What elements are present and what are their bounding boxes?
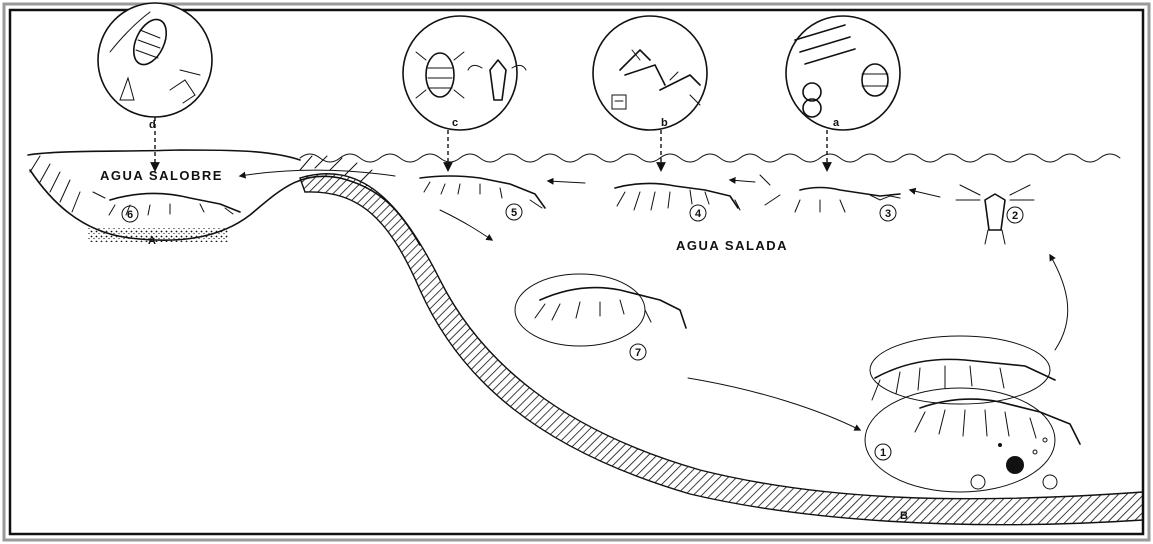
stage-label-7: 7: [635, 347, 641, 359]
stage-label-4: 4: [695, 208, 702, 220]
food-label-c: c: [452, 117, 458, 129]
zone-b-label: B: [900, 510, 908, 522]
food-label-d: d: [149, 119, 156, 131]
brackish-water-label: AGUA SALOBRE: [100, 168, 223, 183]
salt-water-label: AGUA SALADA: [676, 238, 788, 253]
stage-label-1: 1: [880, 447, 886, 459]
zone-a-label: A: [148, 235, 156, 247]
stage-label-6: 6: [127, 209, 133, 221]
food-label-a: a: [833, 117, 840, 129]
stage-label-3: 3: [885, 208, 891, 220]
stage-label-2: 2: [1012, 210, 1018, 222]
food-label-b: b: [661, 117, 668, 129]
lagoon-sediment: [88, 228, 228, 242]
stage-label-5: 5: [511, 207, 517, 219]
